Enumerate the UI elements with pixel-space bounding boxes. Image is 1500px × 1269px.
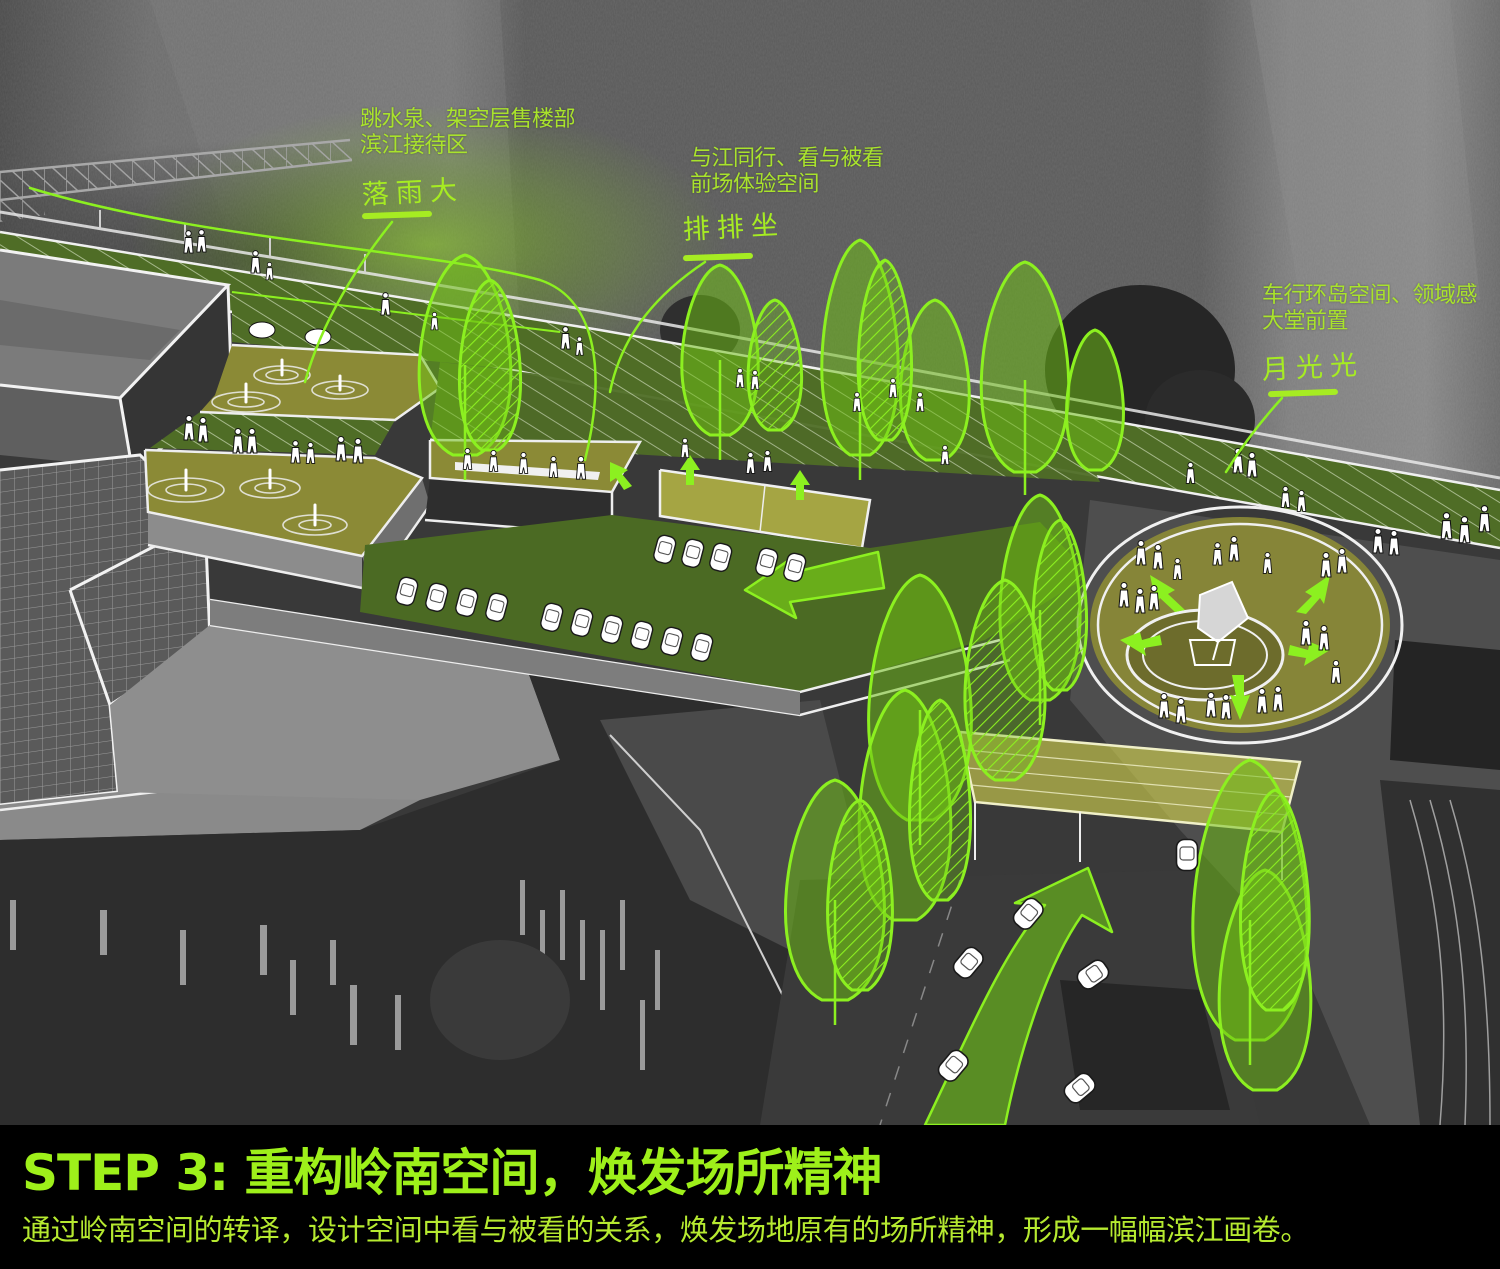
caption-band: STEP 3: 重构岭南空间，焕发场所精神 通过岭南空间的转译，设计空间中看与被… (0, 1125, 1500, 1269)
annotation-line: 滨江接待区 (360, 133, 468, 158)
annotation-name: 月光光 (1261, 349, 1365, 386)
caption-description: 通过岭南空间的转译，设计空间中看与被看的关系，焕发场地原有的场所精神，形成一幅幅… (22, 1213, 1310, 1247)
sculpture (1188, 580, 1250, 666)
sketch-trees (417, 238, 1313, 1092)
annotation-line: 大堂前置 (1262, 309, 1349, 334)
tree-trunks (463, 360, 1252, 1065)
water-jets (184, 358, 342, 527)
connector-luoyuda (303, 220, 394, 384)
annotation-name: 落雨大 (361, 174, 465, 211)
dark-lot (1390, 640, 1500, 770)
small-arrows (610, 455, 1330, 720)
annotation-line: 车行环岛空间、领域感 (1262, 283, 1478, 308)
existing-building (0, 248, 234, 471)
pond (430, 940, 570, 1060)
annotation-name: 排排坐 (682, 209, 786, 246)
annotation-description: 车行环岛空间、领域感 大堂前置 (1262, 283, 1478, 335)
annotation-line: 前场体验空间 (690, 172, 820, 197)
connector-yueguangguang (1224, 396, 1284, 474)
annotation-description: 跳水泉、架空层售楼部 滨江接待区 (360, 107, 576, 159)
site-diagram: 跳水泉、架空层售楼部 滨江接待区 落雨大 与江同行、看与被看 前场体验空间 排排… (0, 0, 1500, 1125)
diagram-canvas (0, 0, 1500, 1125)
connector-fountain (28, 186, 597, 462)
traffic-arrows (610, 455, 1330, 1125)
annotation-description: 与江同行、看与被看 前场体验空间 (690, 146, 884, 198)
arrow-up-curved-icon (923, 866, 1114, 1125)
truss-bridge (0, 138, 353, 222)
caption-title: STEP 3: 重构岭南空间，焕发场所精神 (22, 1144, 883, 1202)
tree-hatched (457, 258, 1311, 1012)
annotation-line: 跳水泉、架空层售楼部 (360, 107, 576, 132)
ramp (1060, 980, 1230, 1110)
annotation-connectors (28, 186, 1284, 474)
table (248, 321, 276, 339)
connector-paipaizuo (608, 260, 707, 394)
annotation-line: 与江同行、看与被看 (690, 146, 884, 171)
